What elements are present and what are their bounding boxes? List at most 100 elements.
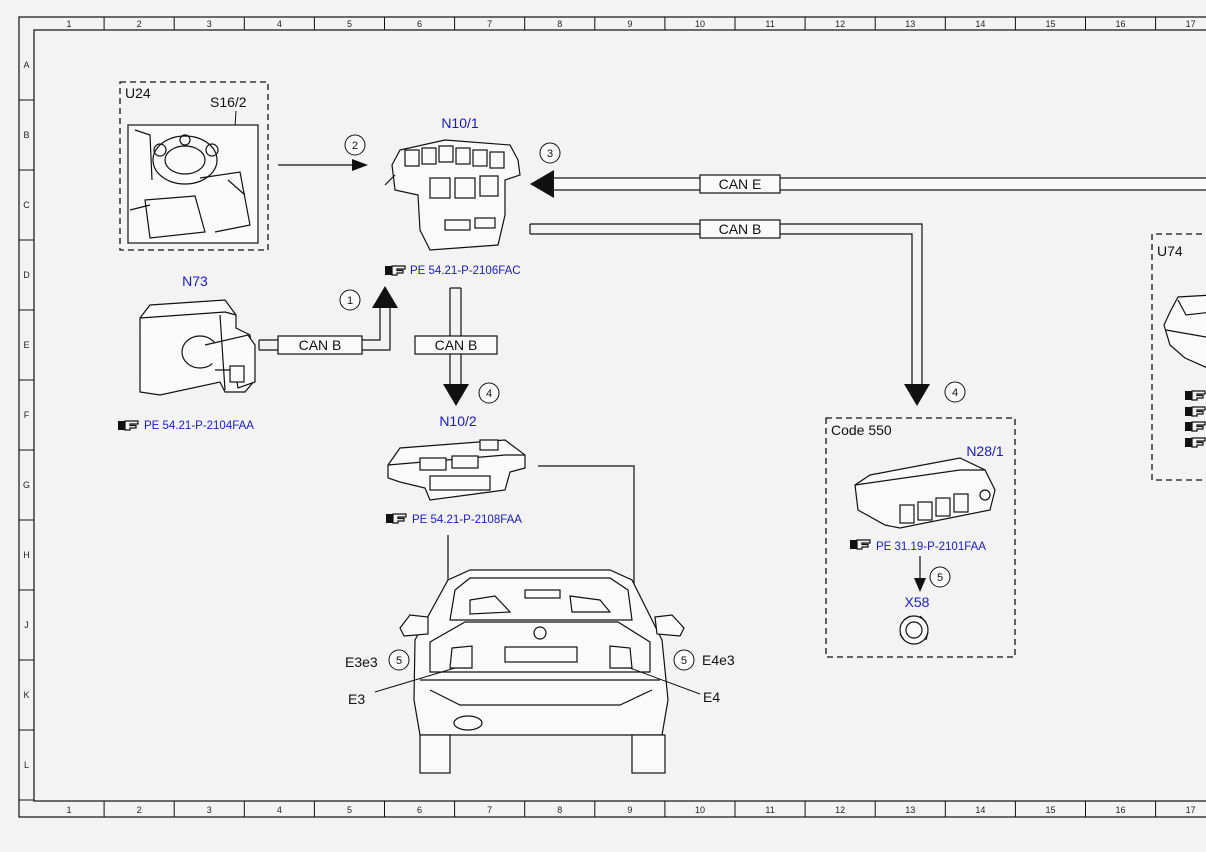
step-5-right-marker [673, 649, 695, 671]
e3-leader [374, 667, 456, 693]
grid-column-label-top: 7 [487, 19, 492, 29]
grid-row-label: E [23, 340, 29, 350]
step-5-left-marker [388, 649, 410, 671]
grid-column-label-bottom: 15 [1045, 805, 1055, 815]
vehicle-rear-illustration [399, 569, 685, 774]
e4-label: E4 [703, 689, 720, 705]
can-b-bus-to-n10-2: CAN B [414, 287, 498, 406]
grid-column-label-bottom: 6 [417, 805, 422, 815]
step-3-label: 3 [547, 148, 553, 160]
grid-column-label-bottom: 10 [695, 805, 705, 815]
grid-column-label-top: 14 [975, 19, 985, 29]
step-5-right-label: 5 [681, 655, 687, 667]
can-b-bus-to-n28: CAN B [529, 219, 930, 406]
grid-row-label: D [23, 270, 30, 280]
grid-column-label-bottom: 13 [905, 805, 915, 815]
can-b-down-label: CAN B [435, 337, 478, 353]
grid-column-label-bottom: 12 [835, 805, 845, 815]
grid-row-label: K [23, 690, 29, 700]
grid-row-label: A [23, 60, 29, 70]
grid-column-label-top: 9 [627, 19, 632, 29]
grid-column-label-bottom: 11 [765, 805, 774, 815]
grid-column-label-bottom: 9 [627, 805, 632, 815]
step-5-n28-label: 5 [937, 572, 943, 584]
grid-column-label-bottom: 17 [1186, 805, 1196, 815]
grid-column-label-top: 16 [1116, 19, 1126, 29]
can-b-left-label: CAN B [299, 337, 342, 353]
u24-label: U24 [125, 85, 151, 101]
step-1-marker [339, 289, 361, 311]
grid-column-label-bottom: 16 [1116, 805, 1126, 815]
grid-column-label-bottom: 7 [487, 805, 492, 815]
n10-2-reference[interactable]: PE 54.21-P-2108FAA [412, 514, 522, 526]
n10-2-module-illustration [387, 439, 526, 501]
grid-column-label-bottom: 3 [207, 805, 212, 815]
step-4a-marker [478, 382, 500, 404]
ignition-switch-illustration [127, 124, 259, 244]
grid-column-label-bottom: 2 [137, 805, 142, 815]
grid-column-label-top: 4 [277, 19, 282, 29]
grid-column-label-top: 6 [417, 19, 422, 29]
u74-module-illustration [1163, 294, 1206, 368]
u74-label: U74 [1157, 243, 1183, 259]
grid-row-label: B [23, 130, 29, 140]
can-e-bus: CAN E [530, 170, 1206, 198]
grid-column-label-bottom: 8 [557, 805, 562, 815]
u24-group-box [119, 81, 269, 251]
arrow-head-u24 [352, 159, 368, 171]
e4-leader [629, 667, 701, 695]
grid-column-label-top: 1 [67, 19, 72, 29]
step-3-marker [539, 142, 561, 164]
grid-column-label-top: 15 [1045, 19, 1055, 29]
grid-row-label: H [23, 550, 30, 560]
grid-row-label: L [24, 760, 29, 770]
grid-column-label-top: 2 [137, 19, 142, 29]
grid-column-label-bottom: 4 [277, 805, 282, 815]
can-b-bus-from-n73: CAN B [258, 286, 398, 355]
grid-column-label-top: 13 [905, 19, 915, 29]
grid-row-label: F [24, 410, 30, 420]
x58-label: X58 [905, 594, 930, 610]
n73-ignition-illustration [139, 299, 256, 396]
x58-connector-illustration [899, 615, 929, 645]
step-2-marker [344, 134, 366, 156]
grid-column-label-bottom: 1 [67, 805, 72, 815]
grid-column-label-top: 3 [207, 19, 212, 29]
e3e3-label: E3e3 [345, 654, 378, 670]
n73-reference[interactable]: PE 54.21-P-2104FAA [144, 420, 254, 432]
u74-group-box [1151, 233, 1206, 481]
e3-label: E3 [348, 691, 365, 707]
grid-row-label: G [23, 480, 30, 490]
arrow-head-x58 [914, 578, 926, 592]
step-4a-label: 4 [486, 388, 492, 400]
step-5-left-label: 5 [396, 655, 402, 667]
step-1-label: 1 [347, 295, 353, 307]
grid-row-label: C [23, 200, 30, 210]
n28-1-label: N28/1 [966, 443, 1004, 459]
code-550-label: Code 550 [831, 422, 892, 438]
grid-row-label: J [24, 620, 29, 630]
grid-column-label-top: 10 [695, 19, 705, 29]
step-2-label: 2 [352, 140, 358, 152]
n10-2-label: N10/2 [439, 413, 477, 429]
grid-column-label-bottom: 14 [975, 805, 985, 815]
e4e3-label: E4e3 [702, 652, 735, 668]
step-4b-label: 4 [952, 387, 958, 399]
n28-1-reference[interactable]: PE 31.19-P-2101FAA [876, 541, 986, 553]
n10-1-reference[interactable]: PE 54.21-P-2106FAC [410, 265, 521, 277]
grid-column-label-top: 17 [1186, 19, 1196, 29]
n73-label: N73 [182, 273, 208, 289]
grid-column-label-top: 11 [765, 19, 774, 29]
n10-1-label: N10/1 [441, 115, 479, 131]
can-b-top-label: CAN B [719, 221, 762, 237]
grid-column-label-top: 12 [835, 19, 845, 29]
grid-column-label-top: 5 [347, 19, 352, 29]
s16-2-label: S16/2 [210, 94, 247, 110]
code-550-group-box [825, 417, 1016, 658]
can-e-label: CAN E [719, 176, 762, 192]
grid-column-label-top: 8 [557, 19, 562, 29]
grid-column-label-bottom: 5 [347, 805, 352, 815]
n28-1-module-illustration [854, 457, 996, 529]
n10-1-module-illustration [384, 139, 521, 251]
